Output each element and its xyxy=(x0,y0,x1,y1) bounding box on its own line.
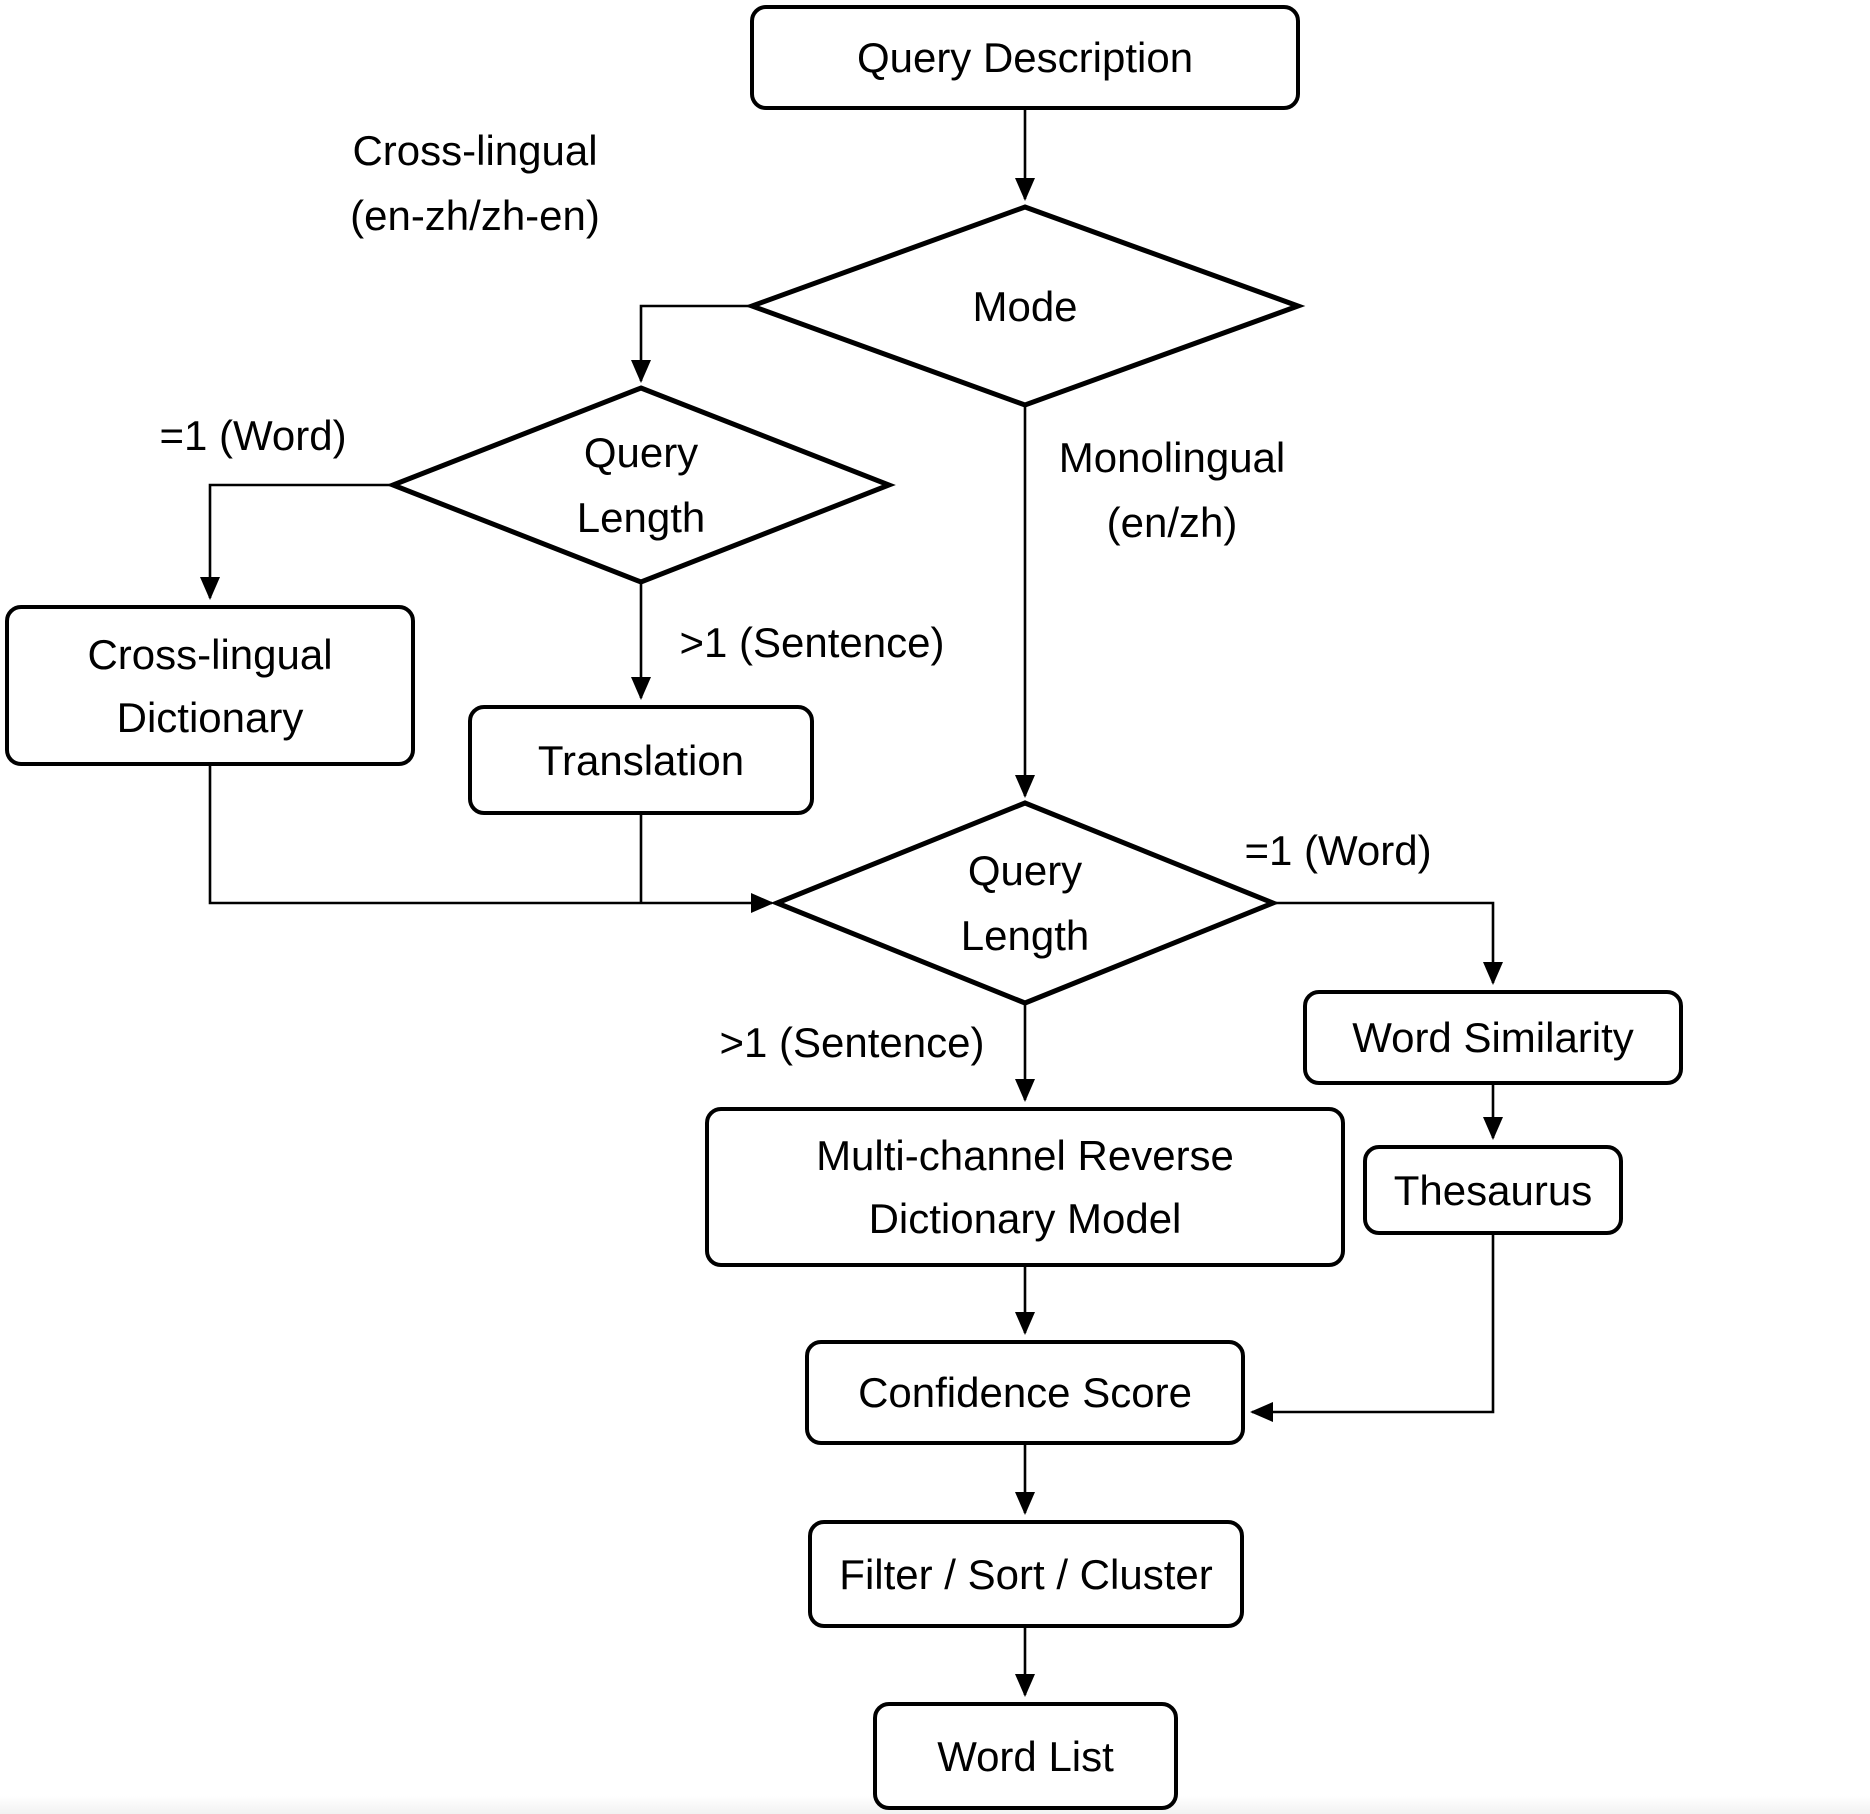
node-query-description-label: Query Description xyxy=(856,34,1194,81)
edge-label-cross-lingual: Cross-lingual (en-zh/zh-en) xyxy=(275,118,675,248)
edge-label-monolingual-line2: (en/zh) xyxy=(1106,499,1238,546)
node-query-description: Query Description xyxy=(750,5,1300,110)
edge-label-gt1-sentence-mono: >1 (Sentence) xyxy=(702,1010,1002,1075)
edge-thesaurus-to-confidence xyxy=(1250,1235,1495,1422)
node-multi-channel-model: Multi-channel Reverse Dictionary Model xyxy=(705,1107,1345,1267)
node-translation: Translation xyxy=(468,705,814,815)
edge-dictionary-merge-to-querylength-mono xyxy=(208,766,774,913)
edge-label-gt1-sentence-cross: >1 (Sentence) xyxy=(662,610,962,675)
node-word-similarity-label: Word Similarity xyxy=(1352,1014,1634,1061)
node-confidence-score-label: Confidence Score xyxy=(858,1369,1192,1416)
edge-label-cross-lingual-line1: Cross-lingual xyxy=(352,127,598,174)
edge-mode-to-querylength-cross xyxy=(631,304,752,383)
edge-querylength-cross-to-dictionary xyxy=(200,483,393,600)
node-cross-lingual-dictionary-line2: Dictionary xyxy=(116,693,304,741)
node-multi-channel-model-line1: Multi-channel Reverse xyxy=(816,1132,1234,1179)
node-thesaurus: Thesaurus xyxy=(1363,1145,1623,1235)
node-translation-label: Translation xyxy=(537,736,745,784)
edge-label-cross-lingual-line2: (en-zh/zh-en) xyxy=(350,192,600,239)
edge-label-eq1-word-cross: =1 (Word) xyxy=(103,403,403,468)
query-length-cross-diamond xyxy=(386,385,896,585)
mode-diamond xyxy=(744,204,1306,408)
node-confidence-score: Confidence Score xyxy=(805,1340,1245,1445)
edge-label-monolingual: Monolingual (en/zh) xyxy=(972,425,1372,555)
edge-label-eq1-word-cross-text: =1 (Word) xyxy=(159,412,347,459)
node-cross-lingual-dictionary: Cross-lingual Dictionary xyxy=(5,605,415,766)
node-thesaurus-label: Thesaurus xyxy=(1393,1166,1593,1214)
node-word-list: Word List xyxy=(873,1702,1178,1810)
edge-label-eq1-word-mono-text: =1 (Word) xyxy=(1244,827,1432,874)
node-word-list-label: Word List xyxy=(937,1732,1114,1780)
node-filter-sort-cluster-label: Filter / Sort / Cluster xyxy=(839,1550,1213,1598)
node-cross-lingual-dictionary-line1: Cross-lingual xyxy=(87,630,333,678)
node-multi-channel-model-line2: Dictionary Model xyxy=(868,1195,1182,1242)
edge-label-gt1-sentence-cross-text: >1 (Sentence) xyxy=(679,619,945,666)
edge-label-monolingual-line1: Monolingual xyxy=(1058,434,1286,481)
node-word-similarity: Word Similarity xyxy=(1303,990,1683,1085)
edge-label-gt1-sentence-mono-text: >1 (Sentence) xyxy=(719,1019,985,1066)
query-length-mono-diamond xyxy=(770,800,1280,1006)
edge-label-eq1-word-mono: =1 (Word) xyxy=(1188,818,1488,883)
edge-querylength-mono-to-wordsimilarity xyxy=(1273,901,1503,985)
node-filter-sort-cluster: Filter / Sort / Cluster xyxy=(808,1520,1244,1628)
